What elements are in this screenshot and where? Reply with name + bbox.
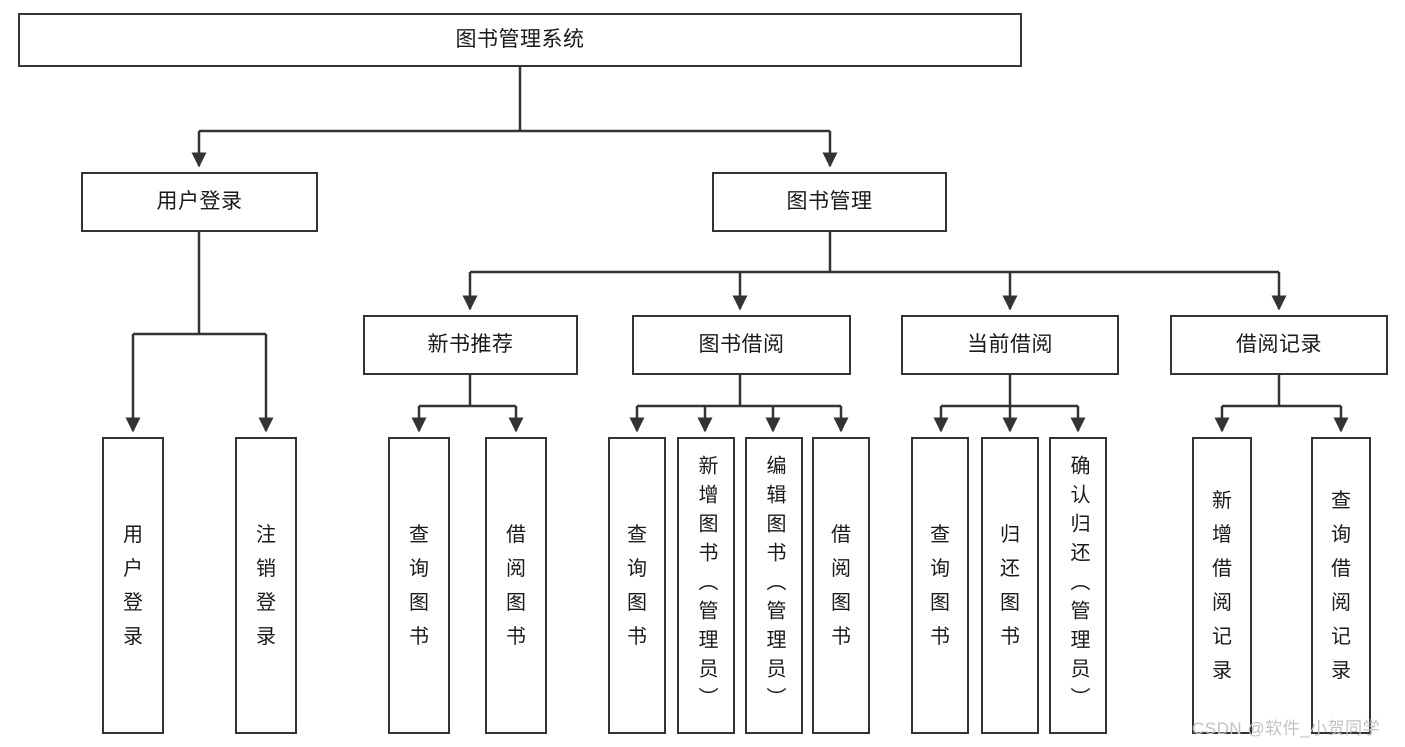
node-label: 查询借阅记录 xyxy=(1331,489,1351,682)
watermark: CSDN @软件_小贺同学 xyxy=(1192,719,1381,738)
node-new-book-recommend[interactable]: 新书推荐 xyxy=(363,315,578,375)
node-root-book-management-system[interactable]: 图书管理系统 xyxy=(18,13,1022,67)
node-book-borrow[interactable]: 图书借阅 xyxy=(632,315,851,375)
node-label: 查询图书 xyxy=(627,523,647,648)
node-leaf-query-borrow-record[interactable]: 查询借阅记录 xyxy=(1311,437,1371,734)
node-label: 当前借阅 xyxy=(967,333,1053,357)
node-label: 借阅图书 xyxy=(506,523,526,648)
node-label: 借阅记录 xyxy=(1236,333,1322,357)
node-leaf-query-book-recommend[interactable]: 查询图书 xyxy=(388,437,450,734)
node-label: 查询图书 xyxy=(930,523,950,648)
node-label: 编辑图书（管理员） xyxy=(763,455,785,716)
node-leaf-logout[interactable]: 注销登录 xyxy=(235,437,297,734)
node-label: 图书管理 xyxy=(786,190,873,214)
node-label: 用户登录 xyxy=(156,190,243,214)
node-leaf-confirm-return-admin[interactable]: 确认归还（管理员） xyxy=(1049,437,1107,734)
node-leaf-borrow-book[interactable]: 借阅图书 xyxy=(812,437,870,734)
node-leaf-edit-book-admin[interactable]: 编辑图书（管理员） xyxy=(745,437,803,734)
node-label: 图书借阅 xyxy=(698,333,785,357)
node-leaf-query-book-borrow[interactable]: 查询图书 xyxy=(608,437,666,734)
node-label: 用户登录 xyxy=(123,523,143,648)
node-label: 图书管理系统 xyxy=(455,28,585,52)
node-label: 查询图书 xyxy=(409,523,429,648)
node-label: 新增图书（管理员） xyxy=(695,455,717,716)
node-leaf-return-book[interactable]: 归还图书 xyxy=(981,437,1039,734)
node-label: 归还图书 xyxy=(1000,523,1020,648)
node-leaf-borrow-book-recommend[interactable]: 借阅图书 xyxy=(485,437,547,734)
node-leaf-user-login[interactable]: 用户登录 xyxy=(102,437,164,734)
node-leaf-query-book-current[interactable]: 查询图书 xyxy=(911,437,969,734)
node-user-login[interactable]: 用户登录 xyxy=(81,172,318,232)
node-leaf-add-borrow-record[interactable]: 新增借阅记录 xyxy=(1192,437,1252,734)
node-label: 借阅图书 xyxy=(831,523,851,648)
node-label: 新增借阅记录 xyxy=(1212,489,1232,682)
node-label: 注销登录 xyxy=(256,523,276,648)
node-leaf-add-book-admin[interactable]: 新增图书（管理员） xyxy=(677,437,735,734)
node-current-borrow[interactable]: 当前借阅 xyxy=(901,315,1119,375)
node-label: 确认归还（管理员） xyxy=(1067,455,1089,716)
node-label: 新书推荐 xyxy=(427,333,514,357)
node-borrow-record[interactable]: 借阅记录 xyxy=(1170,315,1388,375)
node-book-management[interactable]: 图书管理 xyxy=(712,172,947,232)
